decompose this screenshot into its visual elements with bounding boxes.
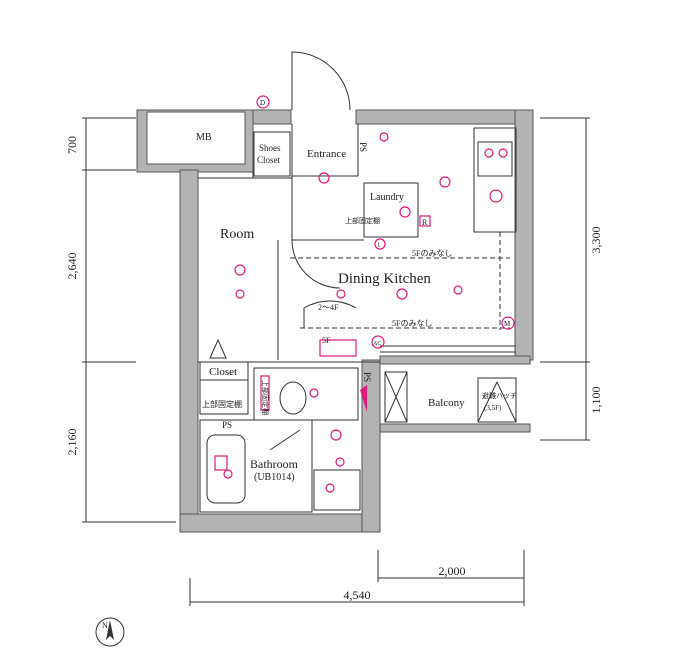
laundry-area bbox=[363, 182, 419, 238]
dim-right-bottom: 1,100 bbox=[589, 387, 603, 414]
balcony-label: Balcony bbox=[428, 397, 465, 409]
toilet bbox=[279, 381, 307, 415]
evac-hatch bbox=[477, 377, 517, 423]
upper-shelf-laundry: 上部固定棚 bbox=[345, 216, 380, 225]
bathroom-box bbox=[199, 419, 313, 513]
entrance-label: Entrance bbox=[307, 148, 346, 160]
ac-mark: AC bbox=[373, 341, 381, 347]
kitchen-counter bbox=[473, 127, 517, 233]
upper-shelf-closet: 上部固定棚 bbox=[202, 399, 242, 409]
balcony-unit bbox=[384, 371, 408, 423]
annotations: PS PS PS 上部固定棚 上部固定棚 上部固定棚 5Fのみなし 5Fのみなし… bbox=[202, 95, 517, 430]
dim-left-bottom: 2,160 bbox=[65, 429, 79, 456]
shoes-closet bbox=[253, 131, 291, 177]
top-wall bbox=[355, 109, 525, 125]
m-mark: M bbox=[504, 320, 511, 328]
evac-hatch-2: (3,5F) bbox=[484, 404, 502, 412]
t-mark: t bbox=[378, 241, 380, 249]
dining-kitchen-label: Dining Kitchen bbox=[338, 271, 431, 287]
fifth-floor-only-1: 5Fのみなし bbox=[412, 249, 452, 258]
d-mark: D bbox=[260, 99, 265, 107]
dim-left-mid: 2,640 bbox=[65, 253, 79, 280]
shoes-closet-label-1: Shoes bbox=[259, 143, 281, 153]
electrical-symbols bbox=[214, 132, 508, 493]
ps-bath: PS bbox=[222, 420, 232, 430]
dim-bottom-total: 4,540 bbox=[344, 588, 371, 602]
closet-box bbox=[199, 361, 249, 415]
left-wall bbox=[179, 169, 199, 533]
compass: N bbox=[95, 617, 125, 647]
dim-bottom-partial: 2,000 bbox=[439, 564, 466, 578]
doors bbox=[209, 51, 357, 451]
room-label: Room bbox=[220, 227, 254, 242]
dimension-lines: 700 2,640 2,160 3,300 1,100 2,000 4,540 bbox=[65, 117, 603, 606]
room-labels: MB Shoes Closet Entrance Laundry Room Di… bbox=[196, 132, 465, 483]
right-wall bbox=[514, 109, 534, 361]
closet-label: Closet bbox=[209, 366, 237, 378]
floor-5: 5F bbox=[322, 336, 331, 345]
dim-left-top: 700 bbox=[65, 136, 79, 154]
ps-balcony: PS bbox=[362, 372, 372, 382]
bathroom-label: Bathroom bbox=[250, 457, 299, 471]
shoes-closet-label-2: Closet bbox=[257, 155, 281, 165]
stove bbox=[477, 141, 513, 177]
refrigerator-mark: R bbox=[422, 218, 428, 227]
interior-lines bbox=[198, 124, 517, 513]
washbasin bbox=[313, 469, 361, 511]
bottom-wall bbox=[179, 513, 381, 533]
upper-shelf-toilet: 上部固定棚 bbox=[261, 380, 270, 415]
mb-label: MB bbox=[196, 132, 212, 143]
ps-top-1: PS bbox=[358, 142, 368, 152]
bathroom-code-label: (UB1014) bbox=[254, 472, 295, 483]
fifth-floor-only-2: 5Fのみなし bbox=[392, 319, 432, 328]
balcony-top-wall bbox=[379, 355, 531, 365]
walls bbox=[136, 109, 534, 533]
bathtub bbox=[206, 434, 246, 504]
bath-right-wall bbox=[361, 359, 381, 533]
compass-north: N bbox=[102, 621, 108, 630]
floors-2-4: 2～4F bbox=[318, 303, 339, 312]
dim-right-top: 3,300 bbox=[589, 227, 603, 254]
compass-icon bbox=[95, 617, 125, 647]
balcony-rail bbox=[379, 423, 531, 433]
entrance-door-swing bbox=[291, 51, 351, 111]
evac-hatch-1: 避難ハッチ bbox=[482, 391, 517, 400]
laundry-label: Laundry bbox=[370, 192, 404, 203]
top-wall-left bbox=[252, 109, 292, 125]
